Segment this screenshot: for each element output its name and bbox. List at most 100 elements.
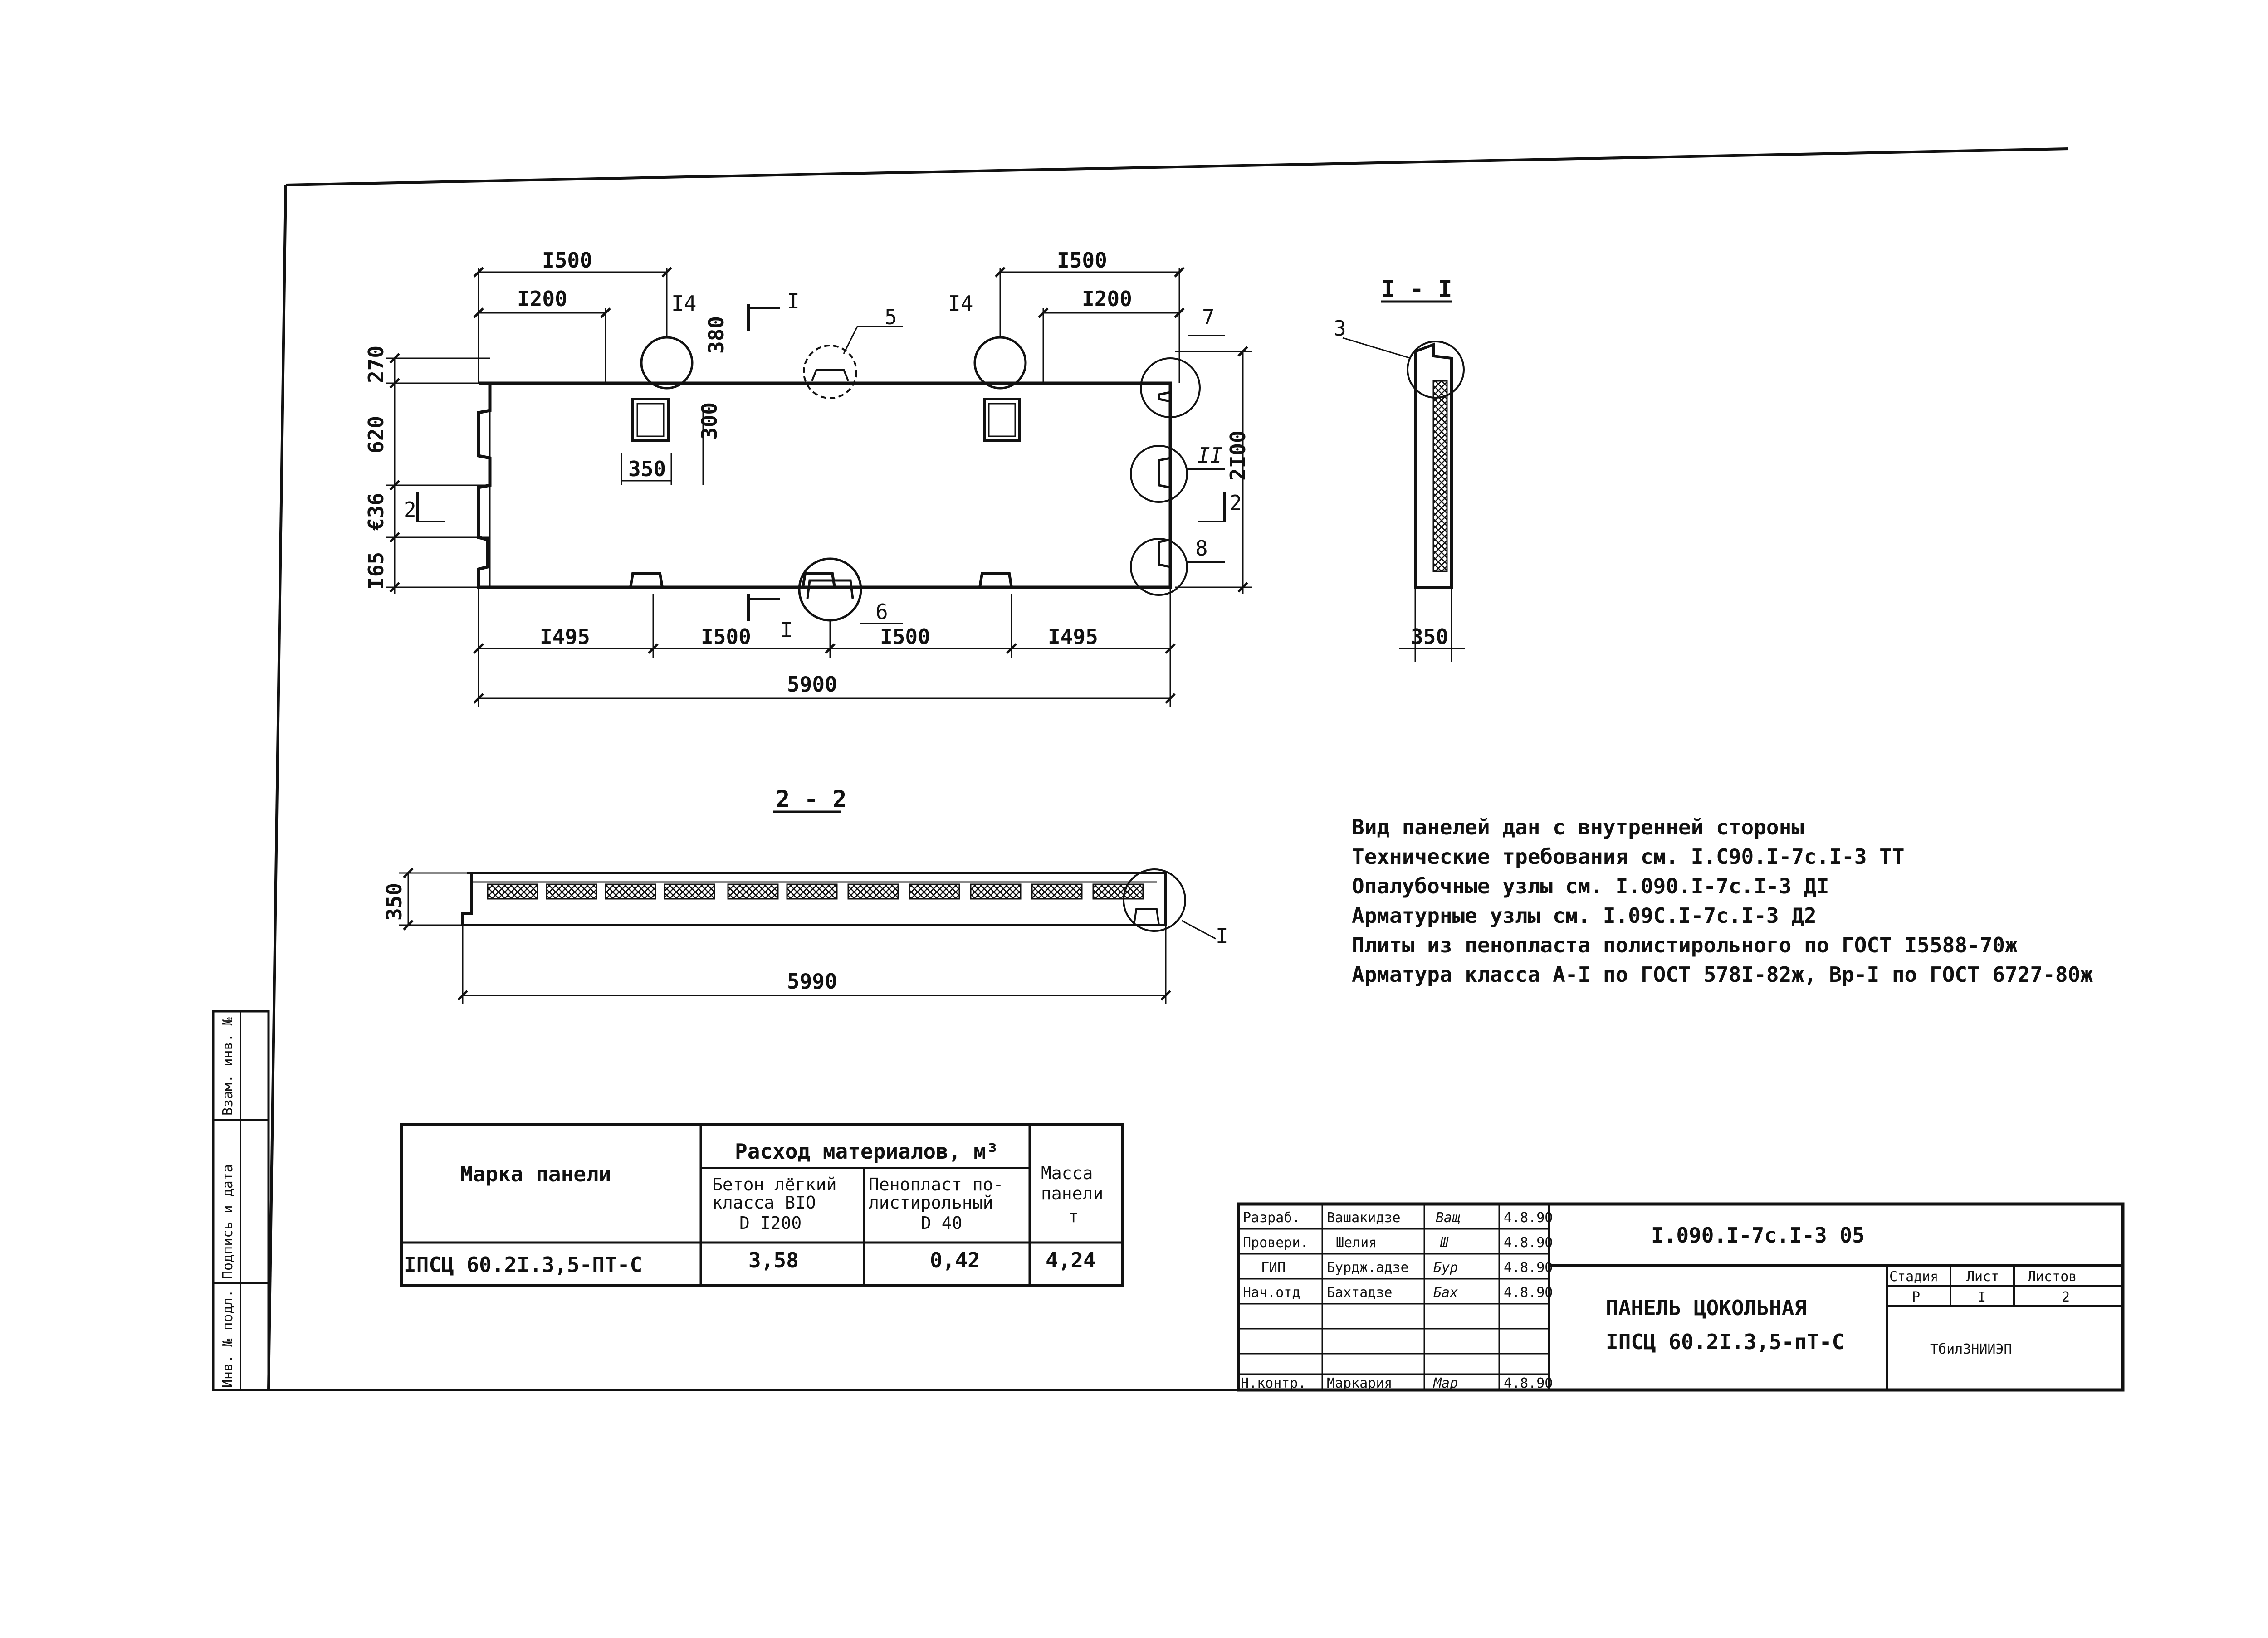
note-line-6: Арматура класса А-I по ГОСТ 578I-82ж, Вр…	[1352, 962, 2093, 987]
cut-mark-1-top: I	[787, 289, 800, 313]
table-head-foam-2: листирольный	[869, 1193, 993, 1213]
tb-name-4: Бахтадзе	[1327, 1285, 1393, 1301]
table-head-consumption: Расход материалов, м³	[735, 1139, 999, 1164]
tb-role-4: Нач.отд	[1243, 1285, 1300, 1301]
dim-bottom-1495-left: I495	[540, 624, 590, 649]
tb-date-3: 4.8.90	[1504, 1260, 1553, 1276]
side-stamp: Инв. № подл. Подпись и дата Взам. инв. №	[212, 1010, 270, 1391]
table-row-concrete: 3,58	[748, 1248, 799, 1272]
callout-circle-14b	[973, 336, 1027, 390]
tb-sheet: I	[1978, 1289, 1986, 1305]
dim-top-left-1500: I500	[542, 248, 592, 273]
tb-date-4: 4.8.90	[1504, 1285, 1553, 1301]
tb-sign-3: Бур	[1433, 1260, 1458, 1276]
cut-mark-1-bottom: I	[780, 618, 793, 642]
dim-overall-5900: 5900	[787, 672, 837, 697]
tb-title-line2: IПСЦ 60.2I.3,5-пТ-С	[1606, 1330, 1844, 1354]
callout-circle-6	[798, 557, 862, 622]
tb-role-1: Разраб.	[1243, 1210, 1300, 1226]
table-row-mass: 4,24	[1046, 1248, 1096, 1272]
table-head-concrete-1: Бетон лёгкий	[712, 1175, 837, 1194]
callout-circle-14a	[640, 336, 694, 390]
note-line-1: Вид панелей дан с внутренней стороны	[1352, 815, 1804, 839]
callout-label-5: 5	[885, 305, 897, 329]
table-row-foam: 0,42	[930, 1248, 980, 1272]
callout-label-7: 7	[1202, 305, 1215, 329]
tb-stage: Р	[1912, 1289, 1920, 1305]
tb-role-3: ГИП	[1261, 1260, 1286, 1276]
tb-sign-2: Ш	[1440, 1235, 1449, 1251]
section-1-1: I - I 3 350	[1334, 276, 1465, 662]
tb-sign-7: Мар	[1433, 1375, 1458, 1391]
note-line-3: Опалубочные узлы см. I.090.I-7с.I-3 ДI	[1352, 874, 1829, 898]
table-head-mark: Марка панели	[460, 1162, 611, 1186]
tb-stage-label: Стадия	[1889, 1269, 1938, 1285]
section-2-title: 2 - 2	[776, 786, 847, 813]
callout-label-14b: I4	[948, 291, 973, 316]
dim-350-opening: 350	[628, 457, 666, 481]
table-head-mass-1: Масса	[1041, 1163, 1093, 1183]
tb-name-7: Маркария	[1327, 1375, 1393, 1391]
dim-300: 300	[697, 402, 722, 440]
tb-org: ТбилЗНИИЭП	[1930, 1341, 2012, 1357]
dim-top-right-1200: I200	[1082, 287, 1132, 311]
dim-top-left-1200: I200	[517, 287, 567, 311]
table-head-foam-3: D 40	[921, 1213, 963, 1233]
dim-2100: 2I00	[1226, 430, 1250, 481]
cut-mark-2-left: 2	[404, 497, 416, 522]
tb-date-7: 4.8.90	[1504, 1375, 1553, 1391]
tb-role-2: Провери.	[1243, 1235, 1309, 1251]
dim-top-right-1500: I500	[1057, 248, 1107, 273]
tb-sheet-label: Лист	[1966, 1269, 1999, 1285]
panel-plan-view: I500 I200 I500 I200 270 620 €36 I65 380 …	[364, 248, 1252, 707]
section-2-callout-1: I	[1216, 924, 1228, 948]
callout-label-14a: I4	[671, 291, 696, 316]
tb-role-7: Н.контр.	[1241, 1375, 1306, 1391]
tb-sign-4: Бах	[1433, 1285, 1458, 1301]
tb-sign-1: Ващ	[1436, 1210, 1460, 1226]
callout-circle-8	[1130, 538, 1188, 596]
tb-name-3: Бурдж.адзе	[1327, 1260, 1409, 1276]
tb-date-1: 4.8.90	[1504, 1210, 1553, 1226]
tb-date-2: 4.8.90	[1504, 1235, 1553, 1251]
dim-left-636: €36	[364, 493, 388, 531]
notes: Вид панелей дан с внутренней стороны Тех…	[1352, 815, 2093, 987]
title-block: Разраб. Вашакидзе Ващ 4.8.90 Провери. Ше…	[1237, 1202, 2125, 1392]
tb-name-2: Шелия	[1336, 1235, 1377, 1251]
callout-circle-5	[803, 345, 857, 399]
dim-left-165: I65	[364, 552, 388, 590]
note-line-2: Технические требования см. I.С90.I-7с.I-…	[1352, 844, 1905, 869]
note-line-5: Плиты из пенопласта полистирольного по Г…	[1352, 933, 2018, 957]
tb-name-1: Вашакидзе	[1327, 1210, 1401, 1226]
table-head-mass-3: т	[1068, 1206, 1079, 1226]
dim-left-620: 620	[364, 416, 388, 453]
section-2-callout-circle	[1123, 868, 1186, 932]
foam-blocks	[487, 883, 1144, 900]
callout-label-8: 8	[1195, 536, 1208, 561]
table-row-mark: IПСЦ 60.2I.3,5-ПТ-С	[404, 1253, 642, 1277]
tb-sheets-label: Листов	[2028, 1269, 2077, 1285]
table-head-concrete-2: класса BIO	[712, 1193, 816, 1213]
tb-sheets: 2	[2062, 1289, 2070, 1305]
callout-label-6: 6	[875, 600, 888, 624]
callout-circle-7	[1140, 357, 1201, 418]
side-stamp-inv: Инв. № подл.	[220, 1289, 236, 1388]
tb-code: I.090.I-7с.I-3 05	[1651, 1223, 1865, 1248]
dim-bottom-1495-right: I495	[1048, 624, 1098, 649]
dim-bottom-1500-right: I500	[880, 624, 930, 649]
cut-mark-2-right: 2	[1229, 491, 1242, 515]
section-2-length: 5990	[787, 969, 837, 994]
dim-left-270: 270	[364, 346, 388, 383]
callout-circle-II	[1130, 445, 1188, 503]
materials-table: Марка панели Расход материалов, м³ Бетон…	[400, 1123, 1124, 1287]
side-stamp-replace: Взам. инв. №	[220, 1017, 236, 1116]
side-stamp-sign: Подпись и дата	[220, 1164, 236, 1279]
section-1-title: I - I	[1381, 276, 1452, 303]
callout-label-II: II	[1198, 443, 1222, 468]
dim-bottom-1500-left: I500	[701, 624, 751, 649]
table-head-concrete-3: D I200	[739, 1213, 802, 1233]
tb-title-line1: ПАНЕЛЬ ЦОКОЛЬНАЯ	[1606, 1296, 1807, 1320]
section-1-width: 350	[1411, 624, 1448, 649]
section-1-callout-3: 3	[1334, 316, 1346, 341]
